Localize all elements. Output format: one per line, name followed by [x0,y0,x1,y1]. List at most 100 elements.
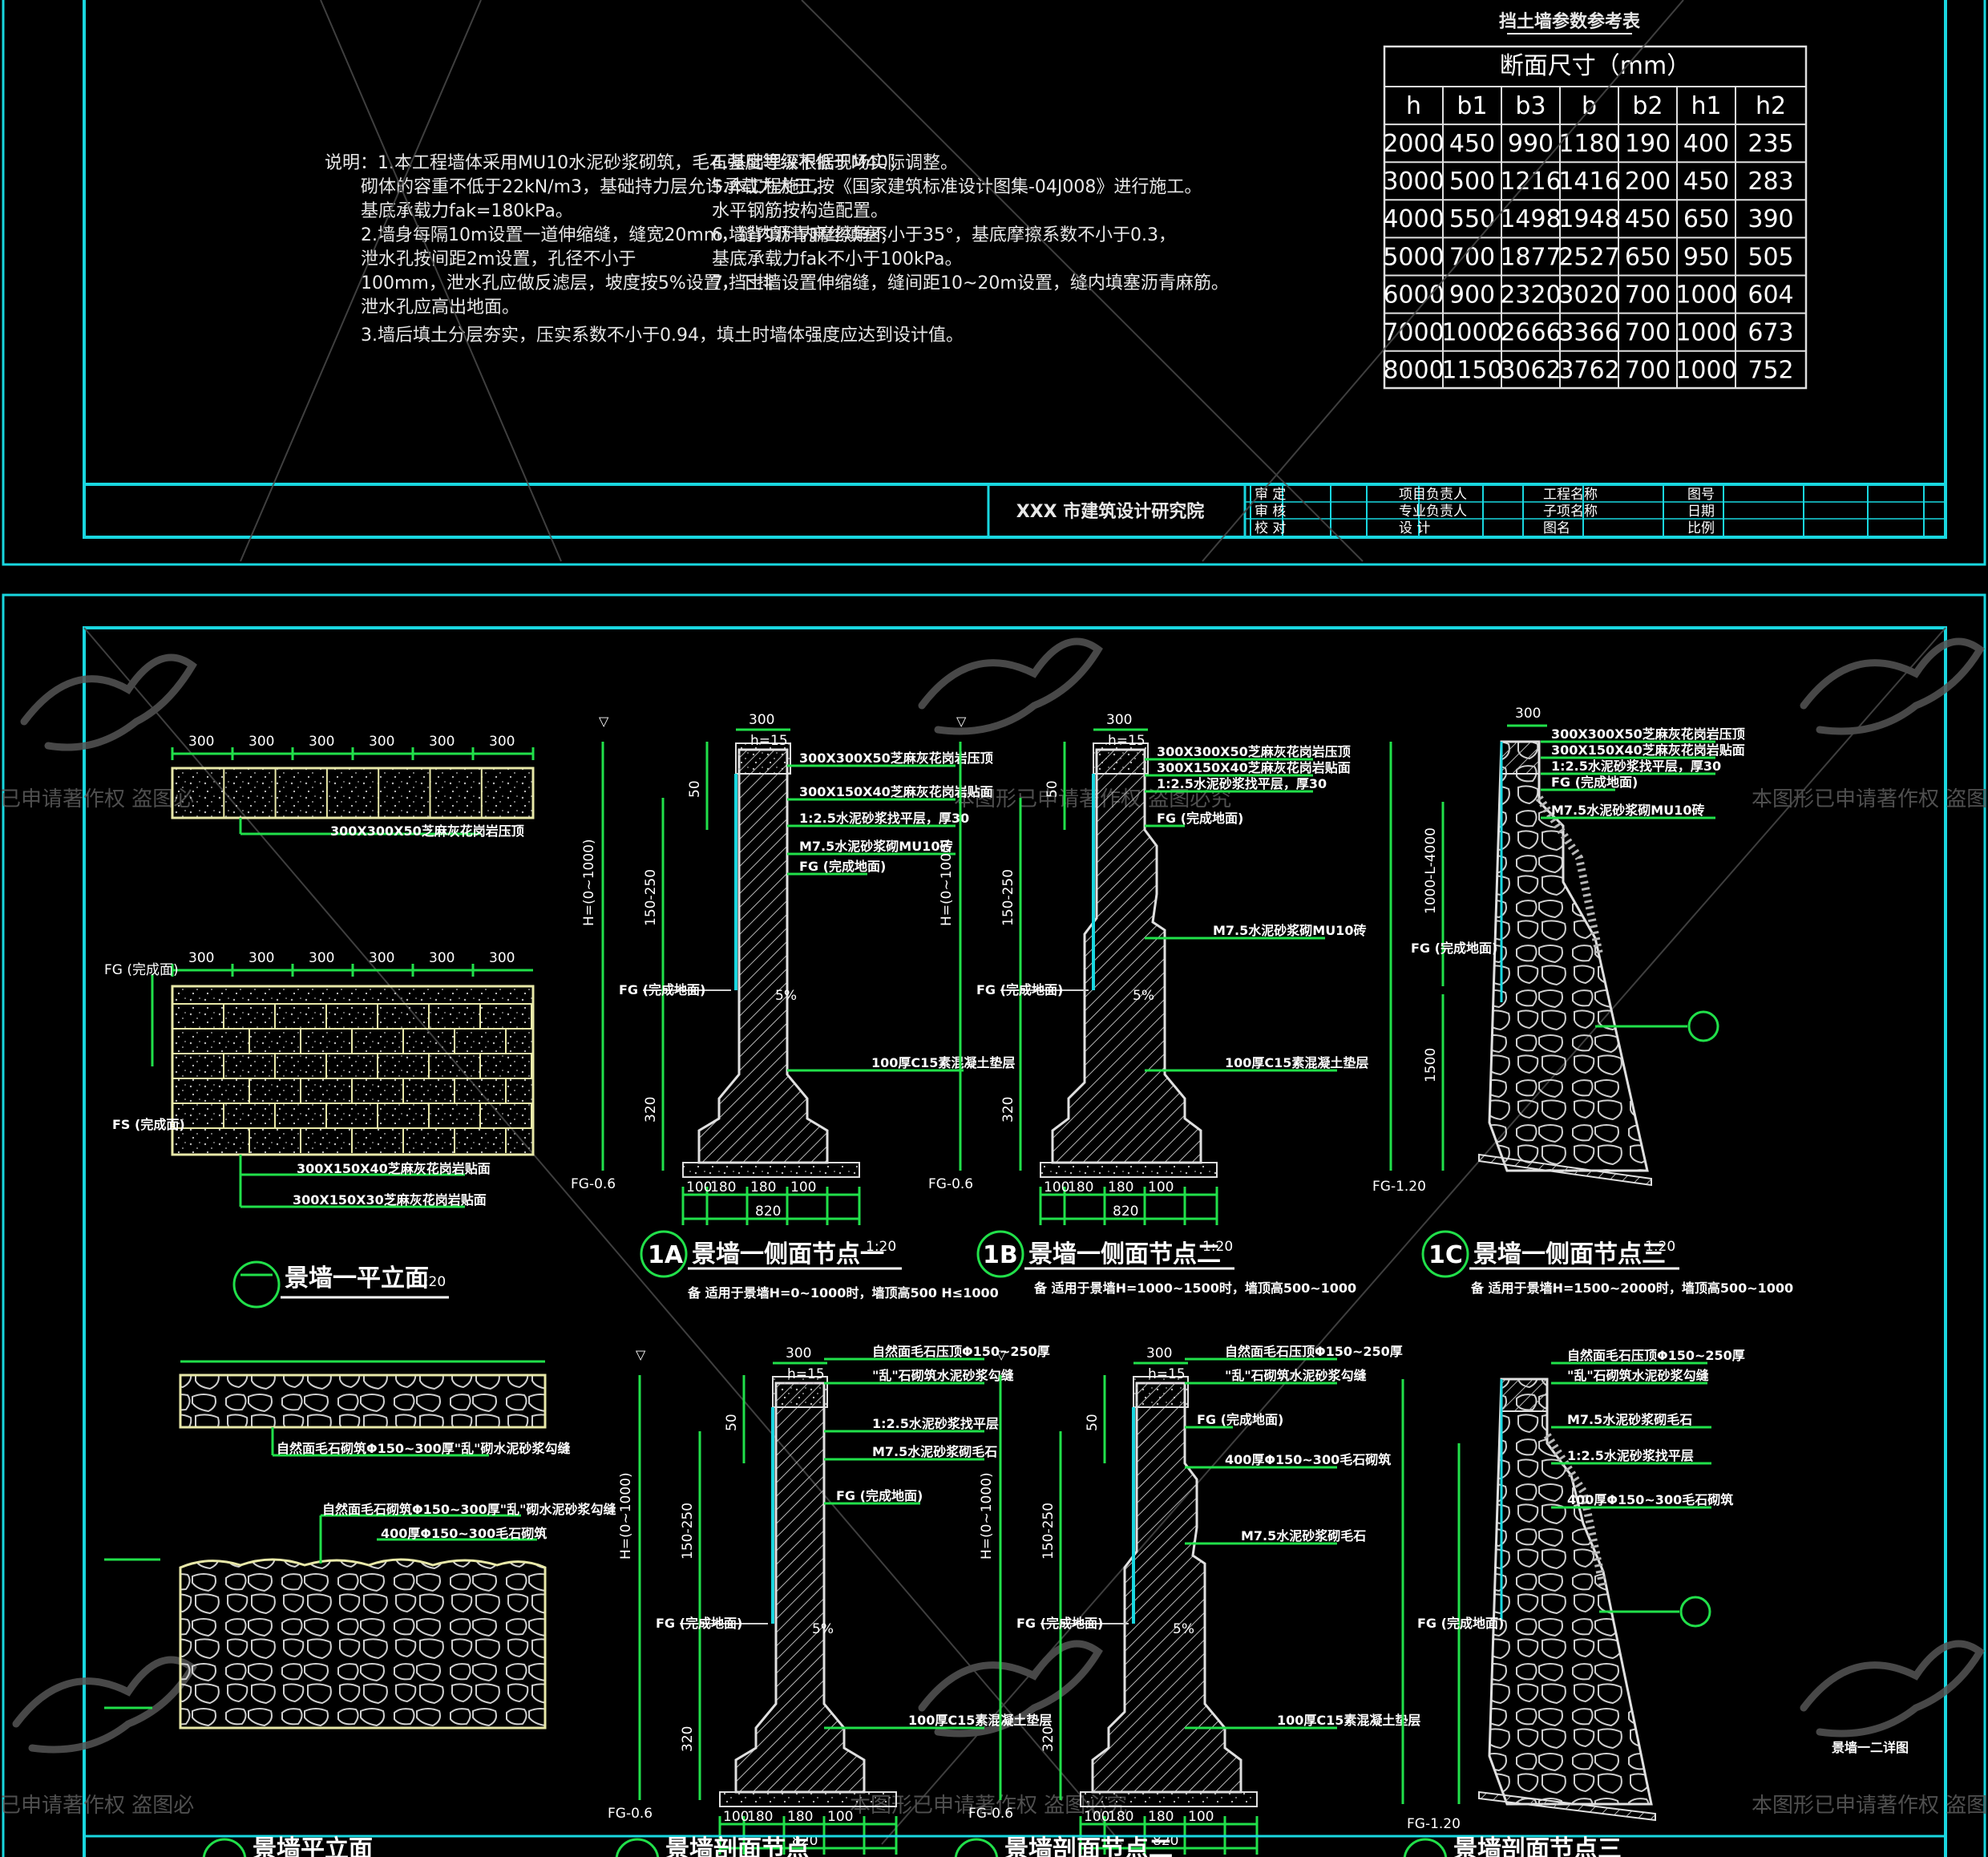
level-label: ▽ [599,714,609,729]
title-block-cell: 图号 [1687,487,1715,503]
section-annotation: FG (完成地面) [1157,811,1243,826]
level-label: FG (完成地面) [976,982,1063,997]
table-cell: 1948 [1558,205,1619,233]
section-annotation: 300X150X40芝麻灰花岗岩贴面 [799,784,993,799]
table-cell: 2666 [1500,319,1561,347]
section-dim: 50 [1045,780,1061,798]
section-dim: 100 [1044,1179,1069,1196]
section-annotation: 300X150X40芝麻灰花岗岩贴面 [1157,760,1351,775]
section-dim: 180 [1148,1809,1174,1825]
section-annotation: 1:2.5水泥砂浆找平层 [872,1416,999,1431]
plan-scale: 1:20 [415,1274,446,1290]
level-label: ▽ [996,1347,1007,1362]
section-dim: 100 [1148,1179,1174,1196]
table-cell: 3762 [1558,357,1619,385]
section-annotation: M7.5水泥砂浆砌MU10砖 [1213,923,1366,938]
institute-name: XXX 市建筑设计研究院 [1016,501,1205,522]
section-annotation: 自然面毛石压顶Φ150~250厚 [1567,1348,1745,1363]
elevation-dim-label: 300 [309,950,334,966]
level-label: FG (完成地面) [656,1616,742,1631]
table-cell: 190 [1625,130,1671,158]
watermark-text: 本图形已申请著作权 盗图必究 [1752,787,1988,811]
table-cell: 4000 [1383,205,1444,233]
table-cell: 505 [1748,243,1793,271]
level-label: FG (完成地面) [1417,1616,1504,1631]
table-cell: 700 [1625,281,1671,309]
title-block-cell: 项目负责人 [1399,487,1467,503]
section-annotation: FG (完成地面) [1197,1412,1283,1427]
stone-note: 400厚Φ150~300毛石砌筑 [381,1526,547,1541]
section-1a-num: 1A [648,1241,684,1269]
table-cell: 2000 [1383,130,1444,158]
section-annotation: 1:2.5水泥砂浆找平层 [1567,1448,1694,1463]
table-cell: 1416 [1558,168,1619,196]
section-dim: 300 [749,712,774,728]
section-annotation: 400厚Φ150~300毛石砌筑 [1567,1492,1733,1507]
elevation-dim-label: 300 [188,950,214,966]
section-annotation: 300X300X50芝麻灰花岗岩压顶 [799,750,993,766]
section-dim: 180 [1108,1809,1133,1825]
title-block-cell: 设 计 [1399,520,1430,536]
section-dim: 320 [1040,1726,1057,1752]
table-column-header: b1 [1457,92,1487,120]
section-dim: 300 [1106,712,1132,728]
section-annotation: "乱"石砌筑水泥砂浆勾缝 [1225,1368,1367,1383]
cut-title: 景墙剖面节点二 [1004,1835,1173,1857]
table-cell: 3000 [1383,168,1444,196]
table-cell: 450 [1449,130,1495,158]
level-label: FG-0.6 [968,1806,1013,1822]
plan-dim-label: 300 [369,734,394,750]
section-dim: h=15 [1148,1366,1186,1382]
section-title-1c: 1C 景墙一侧面节点三 1:20 备 适用于景墙H=1500~2000时，墙顶高… [1421,1230,1793,1296]
section-dim: 100 [686,1179,712,1196]
section-dim: 320 [680,1726,696,1752]
table-cell: 604 [1748,281,1793,309]
table-cell: 700 [1625,357,1671,385]
table-cell: 650 [1683,205,1729,233]
note-line: 基底承载力fak=180kPa。 [361,201,573,221]
watermark-text: 已申请著作权 盗图必 [0,787,194,811]
section-annotation: M7.5水泥砂浆砌毛石 [1567,1412,1692,1427]
section-dim: 320 [643,1097,659,1123]
cut-title: 景墙平立面 [253,1835,373,1857]
section-annotation: FG (完成地面) [1551,775,1638,790]
section-annotation: 自然面毛石压顶Φ150~250厚 [872,1344,1050,1359]
notes-block: 说明：1.本工程墙体采用MU10水泥砂浆砌筑，毛石强度等级不低于M40； 砌体的… [325,153,1229,346]
section-dim: 100 [1084,1809,1109,1825]
table-cell: 673 [1748,319,1793,347]
horse-logo-watermark [12,637,1985,1754]
table-cell: 500 [1449,168,1495,196]
table-cell: 5000 [1383,243,1444,271]
watermark-text: 本图形已申请著作权 盗图必究 [1752,1794,1988,1818]
slope-label: 5% [1133,988,1154,1004]
section-dim: 100 [790,1179,816,1196]
section-dim: 100 [723,1809,749,1825]
table-cell: 900 [1449,281,1495,309]
table-column-header: h [1406,92,1421,120]
note-line: 100mm，泄水孔应做反滤层，坡度按5%设置，下排 [361,273,774,293]
note-line: 泄水孔按间距2m设置，孔径不小于 [361,249,636,269]
section-dim: 150-250 [1040,1503,1057,1560]
section-annotation: M7.5水泥砂浆砌MU10砖 [799,839,952,854]
section-annotation: "乱"石砌筑水泥砂浆勾缝 [872,1368,1014,1383]
section-annotation: FG (完成地面) [836,1488,923,1503]
section-annotation: FG (完成地面) [799,859,886,874]
table-cell: 3020 [1558,281,1619,309]
section-dim: 300 [786,1345,811,1361]
elevation-annotation: 300X150X30芝麻灰花岗岩贴面 [293,1192,487,1208]
section-dim: 820 [755,1204,781,1220]
level-label: FG-0.6 [608,1806,653,1822]
table-cell: 8000 [1383,357,1444,385]
section-dim: 150-250 [643,869,659,926]
title-block-cell: 图名 [1543,520,1570,536]
plan-title: 景墙一平立面 1:20 [232,1260,449,1309]
title-block-cell: 校 对 [1255,520,1286,536]
elevation-annotation: 300X150X40芝麻灰花岗岩贴面 [297,1161,491,1176]
section-annotation: M7.5水泥砂浆砌毛石 [1241,1528,1366,1543]
note-line: 说明：1.本工程墙体采用MU10水泥砂浆砌筑，毛石强度等级不低于M40； [325,153,906,173]
section-annotation: 100厚C15素混凝土垫层 [1225,1055,1368,1070]
section-dim: 150-250 [680,1503,696,1560]
